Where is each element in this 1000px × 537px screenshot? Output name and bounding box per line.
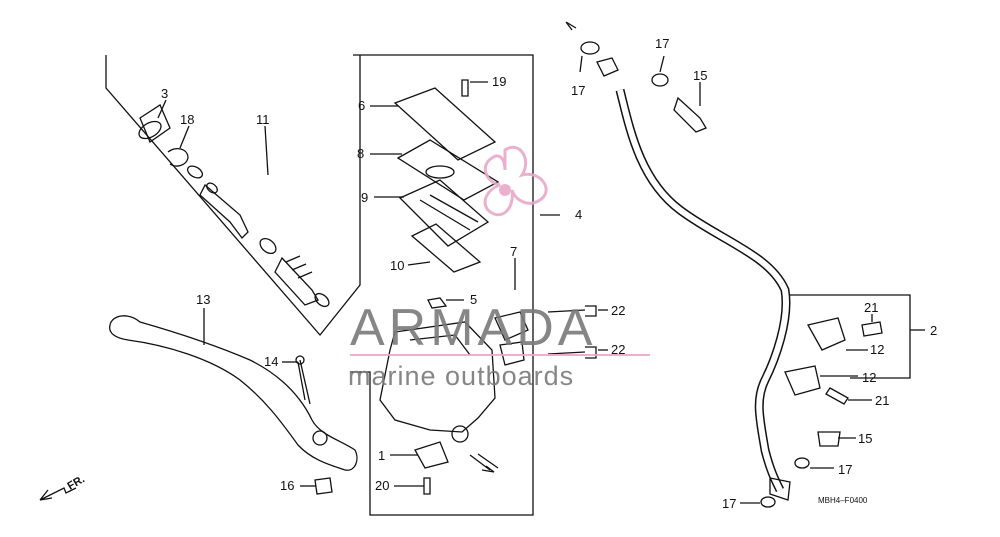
piston-kit-frame <box>105 55 361 337</box>
callout-c18: 18 <box>180 112 194 127</box>
callout-c15b: 15 <box>858 431 872 446</box>
callout-c4: 4 <box>575 207 582 222</box>
hose-group-bracket <box>790 294 911 379</box>
brake-lever <box>109 315 358 471</box>
callout-c10: 10 <box>390 258 404 273</box>
callout-c22b: 22 <box>611 342 625 357</box>
callout-c2: 2 <box>930 323 937 338</box>
diagram-linework <box>39 21 925 516</box>
callout-c21b: 21 <box>875 393 889 408</box>
front-arrow <box>39 487 77 501</box>
callout-c9: 9 <box>361 190 368 205</box>
callout-c6: 6 <box>358 98 365 113</box>
callout-c17d: 17 <box>722 496 736 511</box>
callout-c3: 3 <box>161 86 168 101</box>
diagram-code: MBH4–F0400 <box>818 496 868 505</box>
front-indicator: FR. <box>66 473 87 492</box>
callout-c21a: 21 <box>864 300 878 315</box>
piston-kit <box>138 104 330 308</box>
callout-c14: 14 <box>264 354 278 369</box>
callout-c16: 16 <box>280 478 294 493</box>
reservoir-cover-stack <box>393 87 500 273</box>
callout-c20: 20 <box>375 478 389 493</box>
callout-c12a: 12 <box>870 342 884 357</box>
callout-c22a: 22 <box>611 303 625 318</box>
master-cylinder-body <box>379 321 496 433</box>
callout-c5: 5 <box>470 292 477 307</box>
watermark-subtitle: marine outboards <box>348 361 574 391</box>
callout-c8: 8 <box>357 146 364 161</box>
callout-c7: 7 <box>510 244 517 259</box>
callout-c17c: 17 <box>838 462 852 477</box>
callout-c17b: 17 <box>655 36 669 51</box>
watermark-title: ARMADA <box>350 299 596 357</box>
propeller-logo <box>483 146 548 217</box>
callout-c11: 11 <box>256 112 270 127</box>
callout-c13: 13 <box>196 292 210 307</box>
callout-c12b: 12 <box>862 370 876 385</box>
callout-c19: 19 <box>492 74 506 89</box>
master-cylinder-frame <box>350 54 534 516</box>
callout-c17a: 17 <box>571 83 585 98</box>
callout-c15a: 15 <box>693 68 707 83</box>
armada-watermark: ARMADA marine outboards <box>348 146 650 391</box>
callout-c1: 1 <box>378 448 385 463</box>
